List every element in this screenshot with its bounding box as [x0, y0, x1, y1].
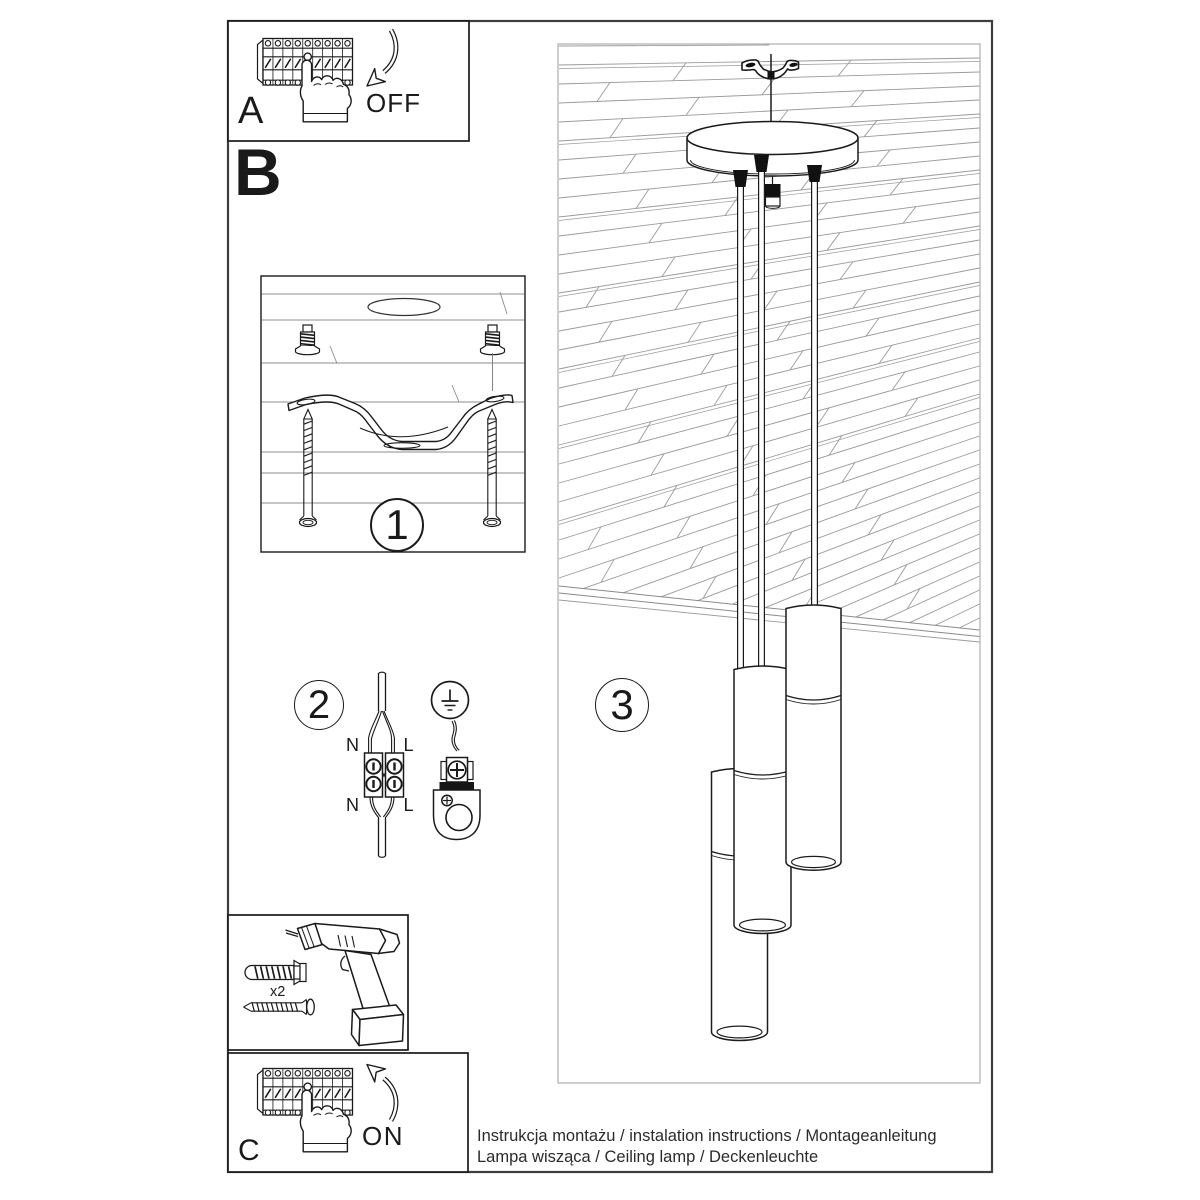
clamp-band [439, 782, 474, 790]
neutral-bottom-label: N [346, 795, 359, 815]
step-a-label: A [238, 90, 264, 132]
step3-number: 3 [595, 678, 649, 732]
anchor-qty-label: x2 [270, 984, 286, 1000]
ceiling-planks [261, 291, 525, 504]
terminal-screws [365, 758, 403, 793]
pointing-hand [299, 59, 352, 123]
breaker-panel-a [256, 37, 354, 123]
wall-plugs [294, 324, 506, 391]
footer-line2: Lampa wisząca / Ceiling lamp / Deckenleu… [477, 1148, 819, 1166]
arrow-on [366, 1063, 399, 1122]
canopy [686, 120, 859, 177]
step1-illustration [261, 291, 525, 528]
step-b-label: B [234, 135, 282, 209]
bracket-nut [767, 71, 775, 78]
footer-line1: Instrukcja montażu / instalation instruc… [477, 1127, 937, 1145]
mounting-strap [287, 394, 514, 451]
neutral-top-label: N [346, 735, 359, 755]
ceiling-hatch [558, 44, 980, 643]
step2-wiring [363, 671, 405, 858]
pendant-lamp [686, 54, 859, 1042]
ground-assembly [430, 680, 481, 841]
breaker-panel-c [256, 1067, 354, 1153]
off-label: OFF [366, 88, 421, 118]
on-label: ON [362, 1121, 404, 1151]
step1-number: 1 [370, 498, 424, 552]
cord-grip [754, 155, 769, 172]
ceiling-bracket [741, 59, 800, 80]
step3-illustration [557, 43, 981, 1084]
pointing-hand [299, 1089, 352, 1153]
cord-grip [807, 165, 822, 182]
live-bottom-label: L [403, 795, 414, 815]
cord-grip [733, 170, 748, 187]
drill [285, 922, 405, 1047]
live-top-label: L [403, 735, 414, 755]
tools-illustration [243, 922, 405, 1047]
step2-number: 2 [294, 680, 344, 730]
junction-hole [367, 297, 441, 317]
mounting-screws [298, 408, 502, 528]
screw-horizontal [243, 998, 315, 1016]
wall-plug-horizontal [244, 959, 307, 986]
page-frame [226, 19, 994, 1174]
arrow-off [366, 28, 399, 87]
step-c-label: C [238, 1134, 260, 1167]
